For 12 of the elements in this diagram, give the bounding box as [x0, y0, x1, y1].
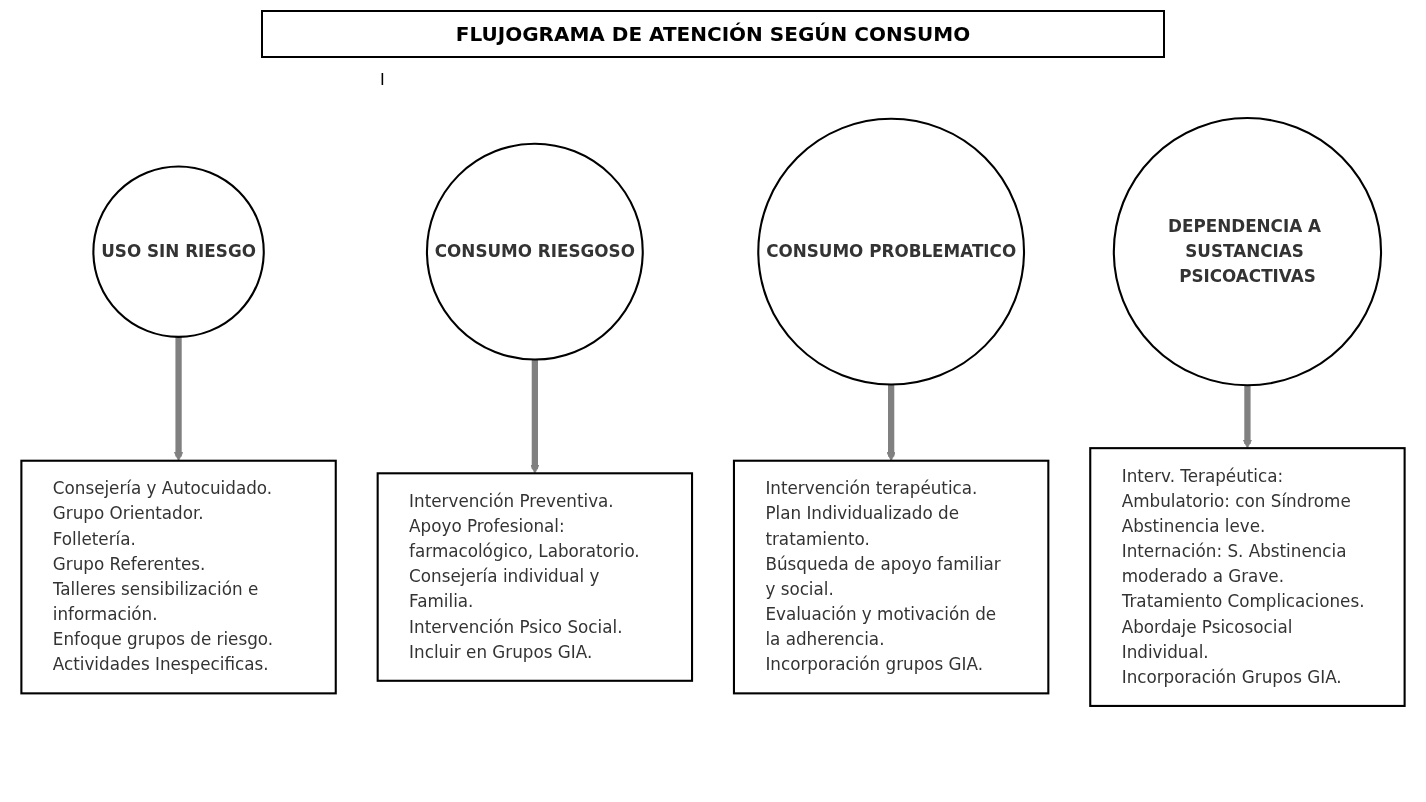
node-box: Intervención terapéutica. Plan Individualizado de tratamiento. Búsqueda de apoyo familiar y social. Evaluación y motivación de la adherencia. Incorporación grupos GIA. — [732, 459, 1050, 695]
node-circle: DEPENDENCIA A SUSTANCIAS PSICOACTIVAS — [1112, 117, 1383, 387]
arrow — [530, 359, 540, 474]
node-circle: CONSUMO PROBLEMATICO — [757, 117, 1026, 386]
node-box: Intervención Preventiva. Apoyo Profesional: farmacológico, Laboratorio. Consejería individual y Familia. Intervención Psico Social. Incluir en Grupos GIA. — [376, 472, 694, 682]
note-text: I — [380, 70, 385, 89]
diagram-title: FLUJOGRAMA DE ATENCIÓN SEGÚN CONSUMO — [261, 10, 1165, 58]
node-circle: USO SIN RIESGO — [92, 165, 265, 338]
arrow — [1242, 385, 1253, 449]
node-box: Consejería y Autocuidado. Grupo Orientador. Folletería. Grupo Referentes. Talleres sensibilización e información. Enfoque grupos de riesgo. Actividades Inespecificas. — [20, 459, 337, 695]
node-circle: CONSUMO RIESGOSO — [425, 142, 644, 361]
node-box: Interv. Terapéutica: Ambulatorio: con Síndrome Abstinencia leve. Internación: S. Abstinencia moderado a Grave. Tratamiento Complicaciones. Abordaje Psicosocial Individual. Incorporación Grupos GIA. — [1089, 447, 1406, 707]
